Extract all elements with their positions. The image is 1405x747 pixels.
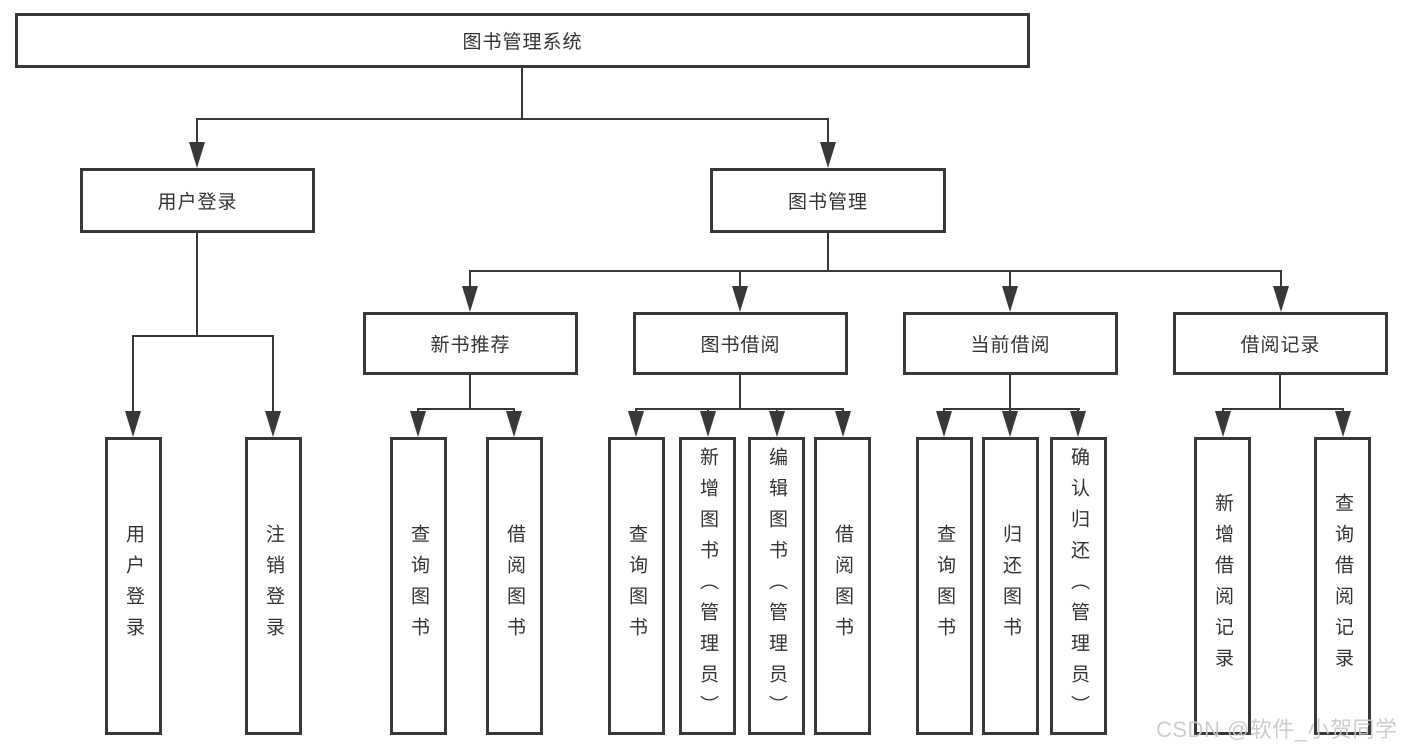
connector-vline (827, 233, 829, 270)
connector-hline (132, 335, 274, 337)
arrow-down-icon (265, 411, 281, 437)
arrow-down-icon (1215, 411, 1231, 437)
leaf-label: 编辑图书（管理员） (766, 446, 787, 726)
arrow-down-icon (1002, 411, 1018, 437)
leaf-return-book: 归还图书 (982, 437, 1039, 735)
leaf-label: 查询图书 (408, 524, 429, 648)
arrow-down-icon (700, 411, 716, 437)
connector-vline (827, 118, 829, 146)
leaf-label: 新增借阅记录 (1212, 493, 1233, 679)
leaf-label: 新增图书（管理员） (697, 446, 718, 726)
arrow-down-icon (820, 142, 836, 168)
leaf-borrow-book-1: 借阅图书 (486, 437, 543, 735)
node-user-login: 用户登录 (80, 168, 315, 233)
leaf-query-book-1: 查询图书 (390, 437, 447, 735)
leaf-label: 注销登录 (263, 524, 284, 648)
node-book-borrow: 图书借阅 (633, 312, 848, 375)
arrow-down-icon (410, 411, 426, 437)
connector-hline (943, 408, 1080, 410)
arrow-down-icon (835, 411, 851, 437)
node-book-management: 图书管理 (710, 168, 946, 233)
arrow-down-icon (189, 142, 205, 168)
connector-hline (635, 408, 844, 410)
leaf-label: 查询借阅记录 (1332, 493, 1353, 679)
connector-vline (739, 375, 741, 408)
arrow-down-icon (628, 411, 644, 437)
connector-vline (1280, 270, 1282, 288)
connector-hline (417, 408, 515, 410)
arrow-down-icon (125, 411, 141, 437)
leaf-query-borrow-record: 查询借阅记录 (1314, 437, 1371, 735)
watermark: CSDN @软件_小贺同学 (1156, 717, 1398, 742)
leaf-borrow-book-2: 借阅图书 (814, 437, 871, 735)
connector-vline (272, 335, 274, 413)
leaf-add-book-admin: 新增图书（管理员） (679, 437, 736, 735)
connector-vline (132, 335, 134, 413)
arrow-down-icon (936, 411, 952, 437)
arrow-down-icon (732, 286, 748, 312)
leaf-edit-book-admin: 编辑图书（管理员） (748, 437, 805, 735)
connector-hline (1222, 408, 1344, 410)
leaf-label: 查询图书 (934, 524, 955, 648)
connector-vline (1279, 375, 1281, 408)
connector-hline (196, 118, 829, 120)
connector-vline (469, 270, 471, 288)
connector-vline (1009, 375, 1011, 408)
leaf-add-borrow-record: 新增借阅记录 (1194, 437, 1251, 735)
leaf-query-book-2: 查询图书 (608, 437, 665, 735)
arrow-down-icon (1335, 411, 1351, 437)
node-root: 图书管理系统 (15, 13, 1030, 68)
connector-vline (1009, 270, 1011, 288)
leaf-label: 确认归还（管理员） (1068, 446, 1089, 726)
arrow-down-icon (506, 411, 522, 437)
leaf-query-book-3: 查询图书 (916, 437, 973, 735)
leaf-label: 归还图书 (1000, 524, 1021, 648)
arrow-down-icon (1273, 286, 1289, 312)
connector-hline (469, 270, 1282, 272)
leaf-confirm-return-admin: 确认归还（管理员） (1050, 437, 1107, 735)
node-new-book-recommend: 新书推荐 (363, 312, 578, 375)
node-current-borrow: 当前借阅 (903, 312, 1118, 375)
connector-vline (739, 270, 741, 288)
leaf-label: 借阅图书 (504, 524, 525, 648)
leaf-label: 用户登录 (123, 524, 144, 648)
connector-vline (469, 375, 471, 408)
connector-vline (196, 233, 198, 335)
arrow-down-icon (1070, 411, 1086, 437)
arrow-down-icon (1002, 286, 1018, 312)
leaf-label: 查询图书 (626, 524, 647, 648)
arrow-down-icon (462, 286, 478, 312)
connector-vline (521, 68, 523, 118)
node-borrow-records: 借阅记录 (1173, 312, 1388, 375)
leaf-logout-login: 注销登录 (245, 437, 302, 735)
arrow-down-icon (769, 411, 785, 437)
leaf-user-login: 用户登录 (105, 437, 162, 735)
leaf-label: 借阅图书 (832, 524, 853, 648)
connector-vline (196, 118, 198, 146)
